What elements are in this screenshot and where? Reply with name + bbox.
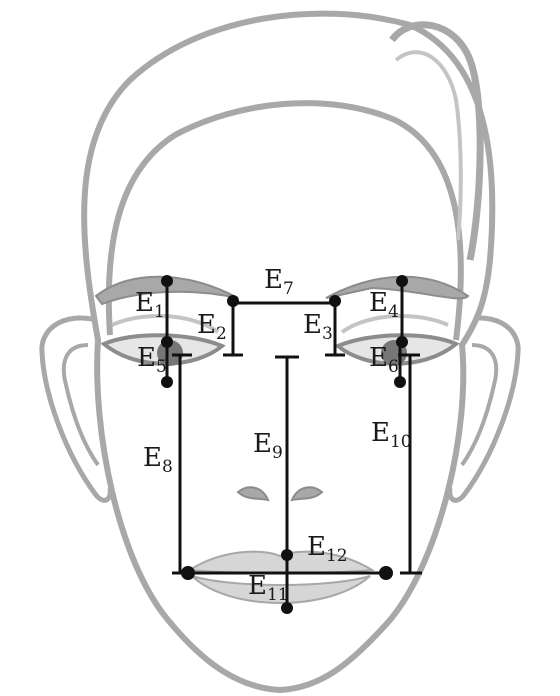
point-eye-right — [394, 376, 406, 388]
point-brow-left — [161, 275, 173, 287]
point-lid-left — [161, 336, 173, 348]
point-brow-right — [396, 275, 408, 287]
point-eye-left — [161, 376, 173, 388]
point-brow-inner-left — [227, 295, 239, 307]
point-lid-right — [396, 336, 408, 348]
point-lip-top — [281, 549, 293, 561]
point-mouth-left — [181, 566, 195, 580]
point-mouth-right — [379, 566, 393, 580]
point-brow-inner-right — [329, 295, 341, 307]
